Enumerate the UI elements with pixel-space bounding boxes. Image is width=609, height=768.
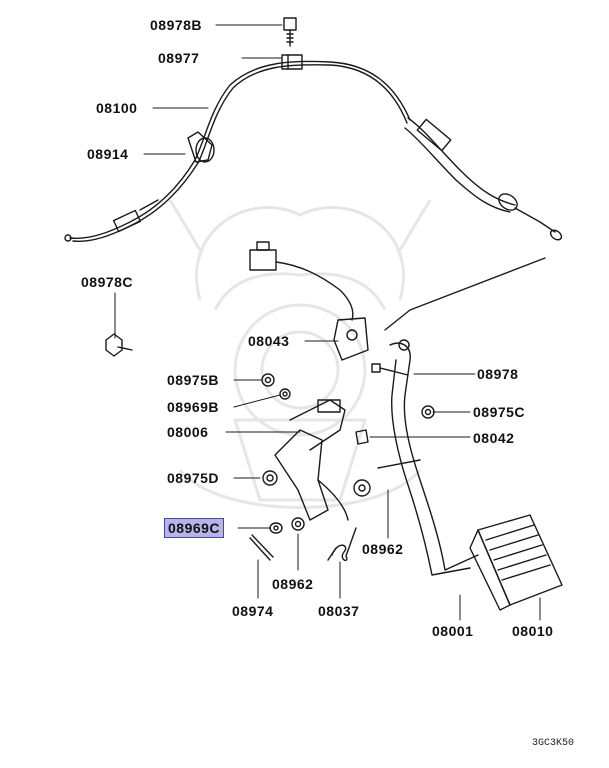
label-08037[interactable]: 08037 [318,603,360,619]
bolt-08978C [105,333,133,357]
bolt-08978B [283,17,297,47]
clip-08977 [281,54,303,70]
leader-lines [114,24,541,621]
bushing-08962a [291,517,305,531]
figure-code: 3GC3K50 [532,738,575,749]
stopper-08042 [355,429,369,445]
washer-08969C [269,522,283,534]
label-08978[interactable]: 08978 [477,366,519,382]
washer-08969B [279,388,291,400]
nut-08975C [421,405,435,419]
sensor-08043 [249,241,369,361]
label-08974[interactable]: 08974 [232,603,274,619]
label-08006[interactable]: 08006 [167,424,209,440]
accelerator-cable [64,60,563,242]
nut-08975B [261,373,275,387]
bushing-08962b [353,479,371,497]
pedal-pad-08010 [469,514,563,611]
label-08042[interactable]: 08042 [473,430,515,446]
label-08100[interactable]: 08100 [96,100,138,116]
bracket-08006 [274,399,349,521]
label-08969C-highlighted[interactable]: 08969C [164,518,225,538]
label-08914[interactable]: 08914 [87,146,129,162]
label-08043[interactable]: 08043 [248,333,290,349]
watermark-emblem [168,199,432,509]
bolt-08978 [371,363,409,376]
spring-08037 [327,527,357,562]
label-08977[interactable]: 08977 [158,50,200,66]
label-08975D[interactable]: 08975D [167,470,220,486]
label-08962-right[interactable]: 08962 [362,541,404,557]
label-08962-left[interactable]: 08962 [272,576,314,592]
label-08975C[interactable]: 08975C [473,404,526,420]
label-08001[interactable]: 08001 [432,623,474,639]
label-08969B[interactable]: 08969B [167,399,220,415]
pedal-arm-08001 [377,257,546,576]
label-08010[interactable]: 08010 [512,623,554,639]
nut-08975D [262,470,278,486]
label-08978C[interactable]: 08978C [81,274,134,290]
clamp-08914 [187,131,215,163]
label-08978B[interactable]: 08978B [150,17,203,33]
label-08975B[interactable]: 08975B [167,372,220,388]
pin-08974 [249,534,274,561]
